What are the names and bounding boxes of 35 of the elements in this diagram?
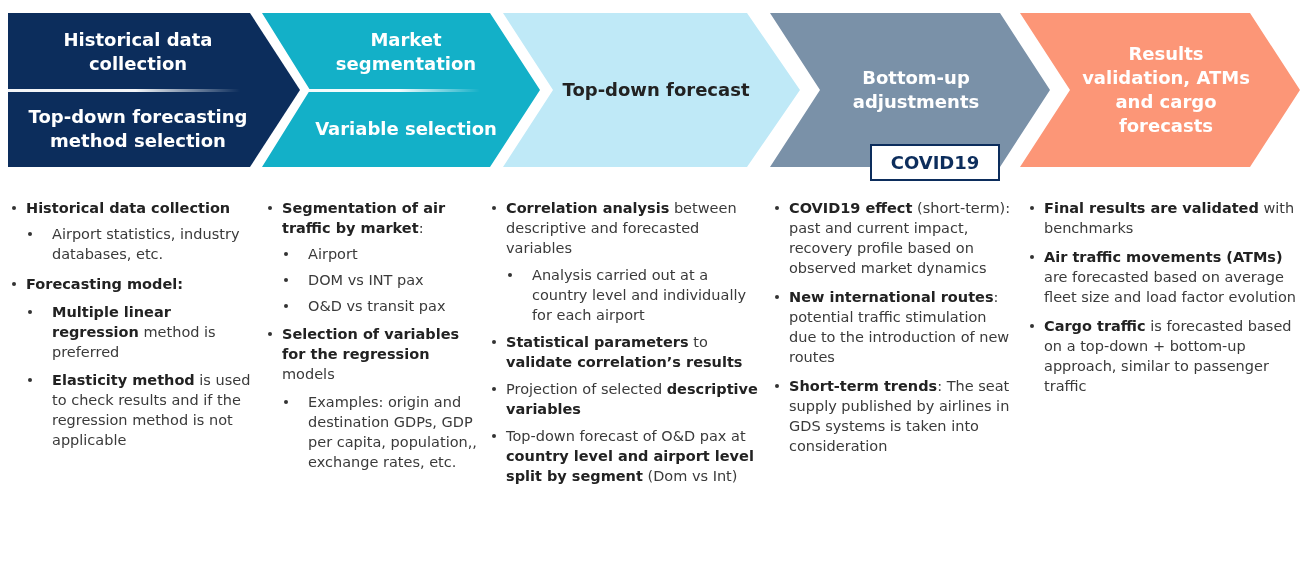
bullet-text: Examples: origin and destination GDPs, GDP per capita, population,, exchange rates, etc.	[308, 393, 478, 472]
chevron-step	[262, 13, 540, 167]
chevron-step	[8, 13, 300, 167]
bullet-text: New international routes: potential traffic stimulation due to the introduction of new routes	[789, 288, 1011, 367]
bullet-text: Airport statistics, industry databases, etc.	[52, 225, 241, 264]
bullet-text: COVID19 effect (short-term): past and current impact, recovery profile based on observed market dynamics	[789, 199, 1012, 278]
bullet-text: Elasticity method is used to check results and if the regression method is not applicable	[52, 371, 252, 450]
bullet-text: Airport	[308, 245, 358, 264]
tag-box	[870, 144, 1000, 181]
bullet-text: Top-down forecast of O&D pax at country level and airport level split by segment (Dom vs Int)	[506, 427, 755, 486]
step-title: Top-down forecast	[561, 78, 751, 102]
bullet-text: Multiple linear regression method is preferred	[52, 303, 217, 362]
bullet-text: Segmentation of air traffic by market:	[282, 199, 447, 238]
bullet-text: Correlation analysis between descriptive and forecasted variables	[506, 199, 738, 258]
bullet-text: Projection of selected descriptive variables	[506, 380, 759, 419]
tag-label: COVID19	[889, 150, 981, 175]
bullet-text: Selection of variables for the regression models	[282, 325, 461, 384]
chevron-step	[503, 13, 800, 167]
step-title: Bottom-up adjustments	[851, 66, 981, 114]
bullet-text: Forecasting model:	[26, 275, 183, 294]
step-title: Market segmentation	[334, 27, 478, 76]
bullet-text: Final results are validated with benchmarks	[1044, 199, 1296, 238]
bullet-text: O&D vs transit pax	[308, 297, 446, 316]
chevron-step	[1020, 13, 1300, 167]
step-title: Results validation, ATMs and cargo forecasts	[1081, 42, 1251, 138]
bullet-text: Short-term trends: The seat supply published by airlines in GDS systems is taken into consideration	[789, 377, 1011, 456]
step-title: Variable selection	[314, 116, 498, 141]
bullet-text: Analysis carried out at a country level and individually for each airport	[532, 266, 748, 325]
step-title: Top-down forecasting method selection	[27, 104, 249, 153]
bullet-text: Statistical parameters to validate correlation’s results	[506, 333, 744, 372]
bullet-text: Cargo traffic is forecasted based on a top-down + bottom-up approach, similar to passenger traffic	[1044, 317, 1293, 396]
step-title: Historical data collection	[62, 27, 214, 76]
bullet-text: Air traffic movements (ATMs) are forecasted based on average fleet size and load factor evolution	[1044, 248, 1297, 307]
bullet-text: Historical data collection	[26, 199, 231, 218]
bullet-text: DOM vs INT pax	[308, 271, 424, 290]
